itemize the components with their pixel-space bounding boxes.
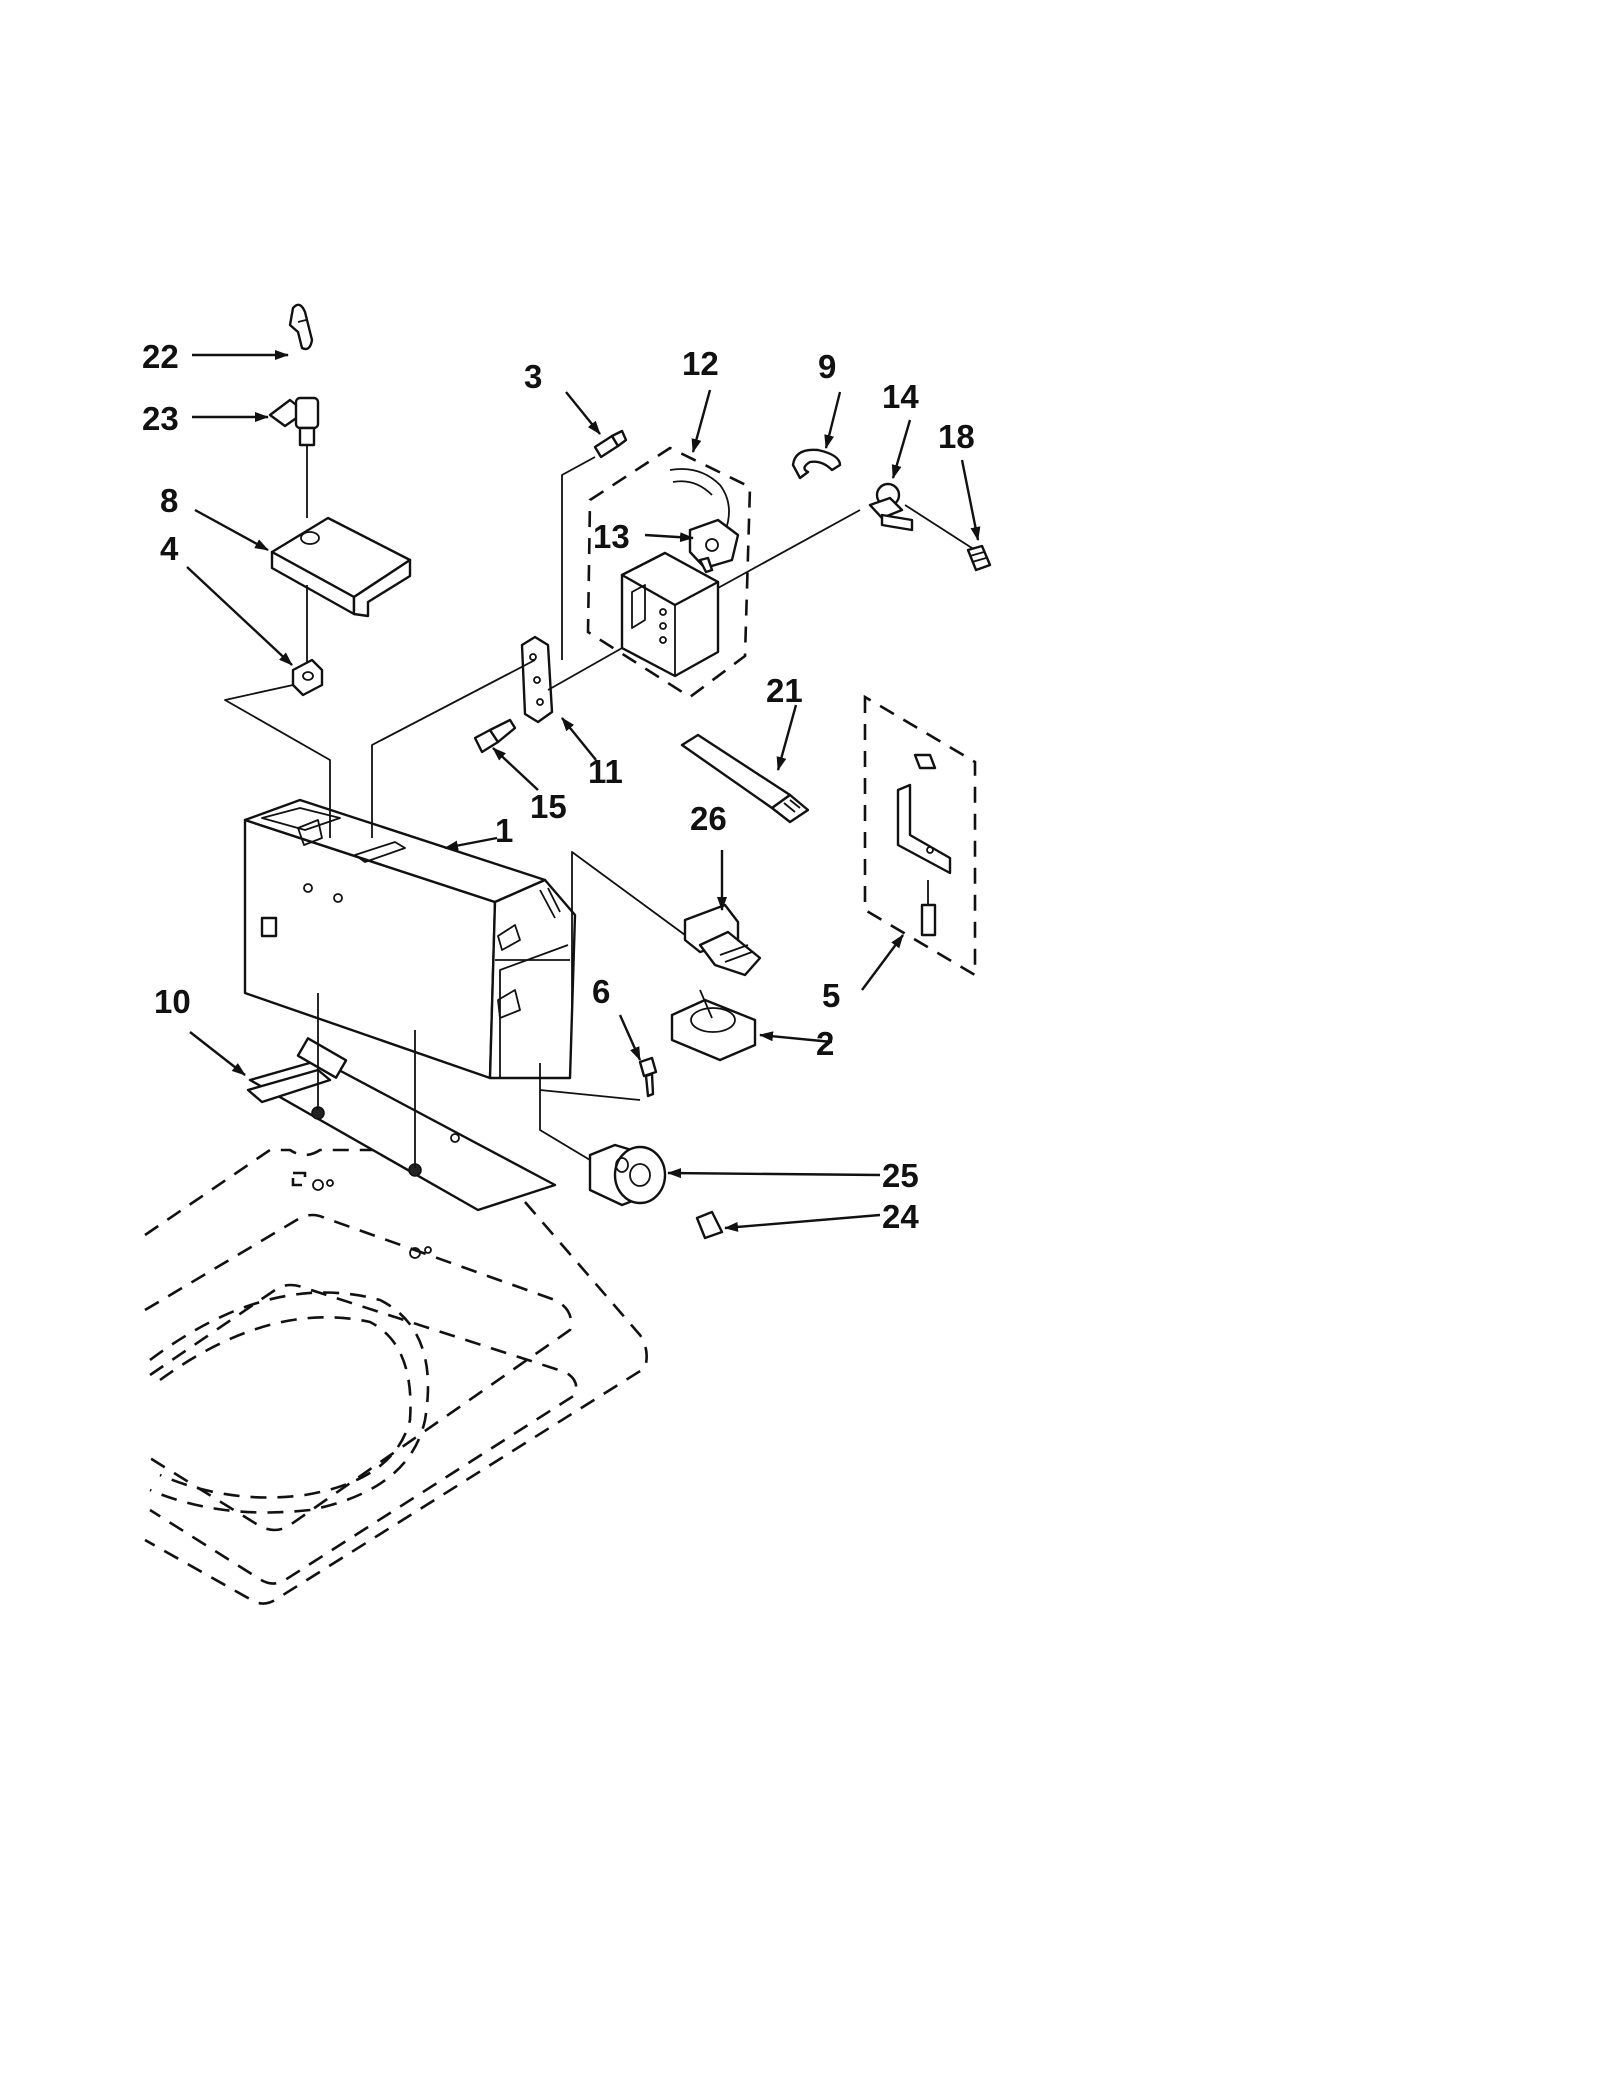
part-24-pin — [695, 1210, 724, 1240]
part-6-screw — [638, 1056, 658, 1098]
callout-22: 22 — [142, 338, 179, 375]
callout-11: 11 — [588, 753, 623, 790]
callout-13: 13 — [593, 518, 630, 555]
leader-arrows — [186, 350, 981, 1232]
part-23-switch-actuator — [268, 396, 320, 447]
callout-18: 18 — [938, 418, 975, 455]
callout-26: 26 — [690, 800, 727, 837]
callout-23: 23 — [142, 400, 179, 437]
callout-5: 5 — [822, 977, 840, 1014]
callout-4: 4 — [160, 530, 179, 567]
part-3-screw — [593, 429, 628, 459]
part-4-bracket — [291, 658, 324, 697]
part-5-bracket-assembly — [863, 694, 977, 978]
callout-1: 1 — [495, 812, 513, 849]
part-8-lid-switch-cover — [270, 516, 412, 618]
part-2-cup — [670, 989, 757, 1062]
part-1-console — [243, 798, 577, 1080]
callout-6: 6 — [592, 973, 610, 1010]
part-15-screw — [473, 718, 517, 754]
part-14-knob — [868, 482, 914, 532]
part-26-bracket — [683, 903, 762, 977]
callout-12: 12 — [682, 345, 719, 382]
part-21-shaft — [680, 733, 810, 824]
part-9-clip — [791, 448, 842, 480]
washer-top-outline — [144, 1148, 648, 1605]
callout-labels: 22 23 8 4 3 12 9 14 18 13 11 15 21 1 26 … — [142, 338, 975, 1235]
part-18-screw — [966, 544, 992, 572]
callout-8: 8 — [160, 482, 178, 519]
part-11-bracket — [520, 635, 554, 724]
part-13-switch — [669, 468, 740, 574]
callout-9: 9 — [818, 348, 836, 385]
callout-2: 2 — [816, 1025, 834, 1062]
callout-25: 25 — [882, 1157, 919, 1194]
callout-15: 15 — [530, 788, 567, 825]
callout-10: 10 — [154, 983, 191, 1020]
part-10-gasket — [246, 1037, 557, 1259]
part-12-timer-assembly — [586, 446, 752, 699]
part-25-holder — [588, 1143, 667, 1207]
callout-14: 14 — [882, 378, 919, 415]
callout-24: 24 — [882, 1198, 919, 1235]
callout-21: 21 — [766, 672, 803, 709]
part-22-clip — [288, 303, 314, 351]
callout-3: 3 — [524, 358, 542, 395]
